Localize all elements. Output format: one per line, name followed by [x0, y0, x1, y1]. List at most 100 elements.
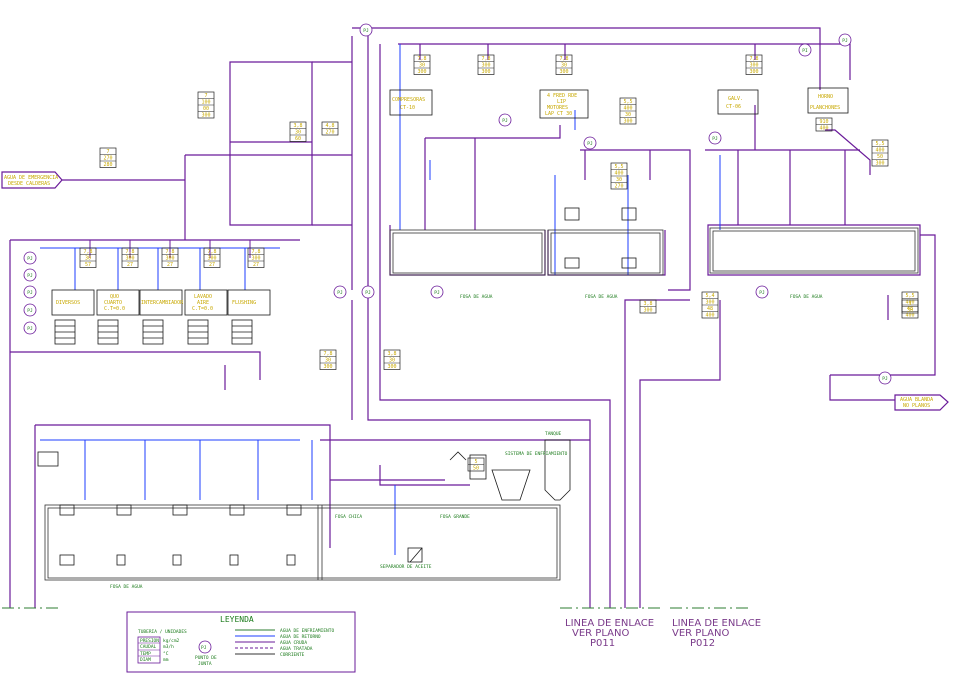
junction-point-icon: [23, 321, 37, 335]
data-box-value: 7,8: [559, 56, 568, 62]
legend-unit-4: mm: [163, 658, 169, 663]
data-box-value: 400: [905, 313, 914, 319]
legend: LEYENDA TUBERIA / UNIDADES PRESION CAUDA…: [126, 611, 356, 673]
junction-point-icon: [798, 43, 812, 57]
data-box-value: 3,8: [293, 123, 302, 129]
data-box-value: 7,8: [749, 56, 758, 62]
junction-point-label: PJ: [363, 28, 369, 34]
junction-point-icon: [359, 23, 373, 37]
junction-point-icon: [755, 285, 769, 299]
horno-box: [807, 87, 849, 114]
agua-emergencia-label: AGUA DE EMERGENCIA: [4, 175, 58, 181]
flushing-label: FLUSHING: [232, 300, 256, 306]
junction-point-icon: [23, 303, 37, 317]
diversos-label: DIVERSOS: [56, 300, 80, 306]
data-box-value: 7,8: [417, 56, 426, 62]
legend-line-4: AGUA TRATADA: [280, 646, 313, 652]
data-box-value: 3,8: [643, 301, 652, 307]
tank-2-note: FOSA DE AGUA: [585, 294, 618, 300]
data-box-value: 48: [707, 306, 713, 312]
junction-point-icon: [23, 268, 37, 282]
data-box-value: 7,8: [251, 249, 260, 255]
data-box-value: 60: [295, 136, 301, 142]
fred-line-3: MOTORES: [547, 105, 568, 111]
data-box-value: 7,8: [83, 249, 92, 255]
data-box-value: 3,8: [387, 351, 396, 357]
data-box-value: 27: [209, 262, 215, 268]
data-box-value: 300: [125, 256, 134, 262]
data-box-value: 100: [201, 100, 210, 106]
legend-title: LEYENDA: [220, 615, 254, 624]
junction-point-icon: [708, 131, 722, 145]
data-box-value: 7,8: [165, 249, 174, 255]
junction-point-label: PJ: [587, 141, 593, 147]
data-box-value: 7,8: [125, 249, 134, 255]
junction-point-label: PJ: [27, 326, 33, 332]
legend-row-3: TEMP: [140, 651, 151, 657]
data-box-value: 270: [103, 156, 112, 162]
legend-row-2: CAUDAL: [140, 644, 157, 650]
data-box-value: 30: [389, 358, 395, 364]
data-box-value: 400: [905, 300, 914, 306]
tank-3: [709, 227, 919, 274]
data-box-value: 910: [819, 119, 828, 125]
fred-line-1: 4 FRED RDE: [547, 93, 577, 99]
data-box-value: 400: [623, 106, 632, 112]
data-box-value: 280: [103, 162, 112, 168]
data-box-value: 300: [323, 364, 332, 370]
data-box-value: 30: [907, 308, 913, 314]
junction-point-label: PJ: [365, 290, 371, 296]
data-box-value: 300: [481, 63, 490, 69]
lavado-line-1: LAVADO: [194, 294, 212, 300]
tank-1: [389, 229, 546, 276]
data-box-value: 400: [819, 126, 828, 132]
data-box-value: 30: [625, 112, 631, 118]
tank-4-inner: [47, 507, 558, 579]
linea-enlace-2: LINEA DE ENLACE VER PLANO P012: [670, 607, 761, 649]
data-box-value: 300: [749, 63, 758, 69]
lavado-box: [184, 289, 228, 316]
data-box-value: 7: [204, 93, 207, 99]
junction-point-label: PJ: [759, 290, 765, 296]
intercambiador-label: INTERCAMBIADOR: [141, 300, 184, 306]
legend-line-5: CORRIENTE: [280, 652, 305, 658]
data-box-value: 300: [559, 69, 568, 75]
data-box-value: 5,5: [614, 164, 623, 170]
junction-point-label: PJ: [27, 290, 33, 296]
equipment: COMPRESORAS CT-10 4 FRED RDE LIP MOTORES…: [37, 87, 849, 566]
galv-tag: CT-06: [726, 104, 741, 110]
data-box-value: 400: [614, 171, 623, 177]
intercambiador-box: [139, 289, 183, 316]
lavado-line-3: C.T=0.0: [192, 306, 213, 312]
data-box-value: 30: [85, 256, 91, 262]
blue-piping: [40, 44, 721, 555]
planchones-label: PLANCHONES: [810, 105, 840, 111]
junction-point-icon: [23, 285, 37, 299]
compresoras-label: COMPRESORAS: [392, 97, 425, 103]
data-box-value: 7,8: [323, 351, 332, 357]
data-box-value: 5,5: [875, 141, 884, 147]
ver-plano-1: VER PLANO: [572, 628, 629, 639]
data-box-value: 27: [167, 262, 173, 268]
separator-equipment: [407, 439, 571, 563]
tank-4-note: FOSA DE AGUA: [110, 584, 143, 590]
data-box-value: 7,8: [481, 56, 490, 62]
junction-point-icon: [23, 251, 37, 265]
legend-pj-icon: [198, 640, 212, 654]
legend-row-4: DIAM: [140, 657, 151, 663]
agua-emergencia-sub: DESDE CALDERAS: [8, 181, 50, 187]
junction-point-icon: [361, 285, 375, 299]
sistema-note: SISTEMA DE ENFRIAMIENTO: [505, 451, 568, 457]
junction-point-label: PJ: [27, 256, 33, 262]
data-box-value: 300: [705, 300, 714, 306]
